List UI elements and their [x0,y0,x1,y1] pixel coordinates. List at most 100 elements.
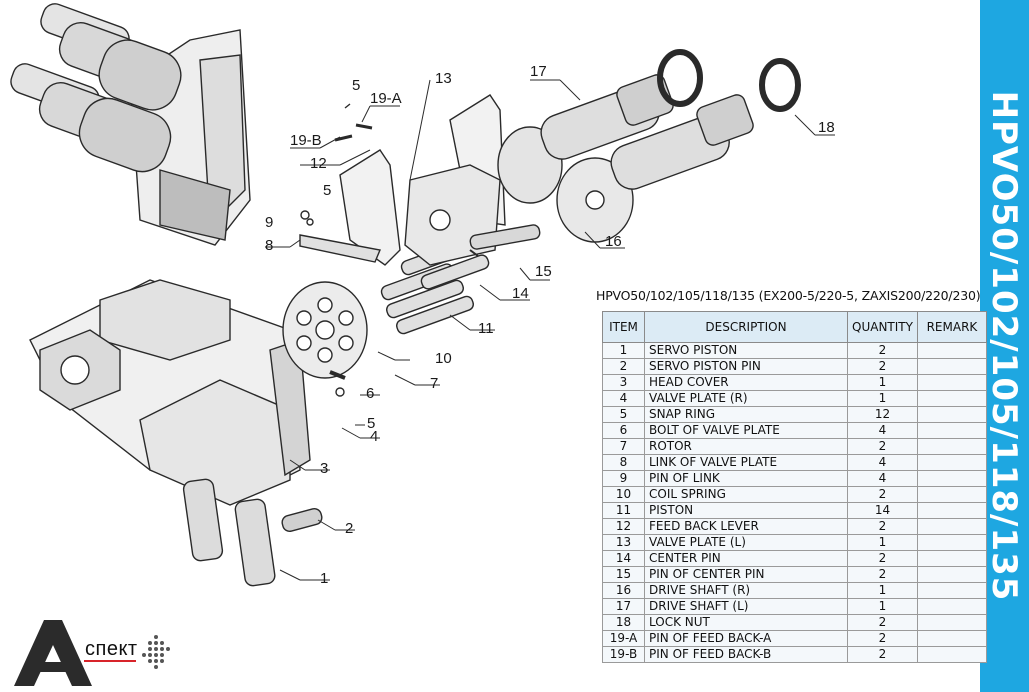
cell-description: PIN OF FEED BACK-B [644,646,848,663]
cell-remark [916,534,987,551]
callout-7: 7 [430,375,438,392]
callout-19a: 19-A [370,90,402,107]
callout-6: 6 [366,385,374,402]
small-pins-drawing [300,103,479,397]
callout-12: 12 [310,155,327,172]
cell-remark [916,566,987,583]
cell-remark [916,582,987,599]
cell-description: COIL SPRING [644,486,848,503]
header-description: DESCRIPTION [644,311,848,343]
callout-5-lower: 5 [367,415,375,432]
leader-lines [265,79,835,581]
cell-remark [916,518,987,535]
cell-remark [916,390,987,407]
callout-8: 8 [265,237,273,254]
cell-quantity: 1 [847,374,918,391]
cell-item: 4 [602,390,645,407]
cell-quantity: 1 [847,534,918,551]
cell-remark [916,630,987,647]
cell-item: 2 [602,358,645,375]
table-title: HPVO50/102/105/118/135 (EX200-5/220-5, Z… [596,288,981,303]
valve-plate-drawing [404,164,541,266]
cell-description: HEAD COVER [644,374,848,391]
cell-description: CENTER PIN [644,550,848,567]
logo-mark [14,620,170,686]
cell-remark [916,454,987,471]
cell-description: SNAP RING [644,406,848,423]
cell-item: 7 [602,438,645,455]
cell-description: DRIVE SHAFT (R) [644,582,848,599]
table-header-row: ITEM DESCRIPTION QUANTITY REMARK [602,311,987,343]
cell-item: 19-B [602,646,645,663]
callout-2: 2 [345,520,353,537]
cell-description: LINK OF VALVE PLATE [644,454,848,471]
cell-quantity: 14 [847,502,918,519]
cell-item: 16 [602,582,645,599]
drive-shaft-drawing [497,74,754,243]
callout-10: 10 [435,350,452,367]
cell-quantity: 2 [847,566,918,583]
callout-5-middle: 5 [323,182,331,199]
cell-quantity: 2 [847,486,918,503]
callout-5-upper: 5 [352,77,360,94]
callout-16: 16 [605,233,622,250]
cell-remark [916,502,987,519]
cell-quantity: 2 [847,518,918,535]
cell-description: FEED BACK LEVER [644,518,848,535]
cell-quantity: 2 [847,614,918,631]
cell-remark [916,646,987,663]
assembled-pump-drawing [10,3,251,246]
cell-description: LOCK NUT [644,614,848,631]
housing-block-drawing [29,279,311,506]
cell-remark [916,598,987,615]
cell-remark [916,614,987,631]
cell-item: 6 [602,422,645,439]
callout-19b: 19-B [290,132,322,149]
side-title: HPVO50/102/105/118/135 [984,90,1024,602]
cell-description: PISTON [644,502,848,519]
cell-quantity: 2 [847,630,918,647]
cell-quantity: 4 [847,470,918,487]
cell-description: VALVE PLATE (R) [644,390,848,407]
cell-description: DRIVE SHAFT (L) [644,598,848,615]
cell-remark [916,342,987,359]
cell-quantity: 1 [847,582,918,599]
cell-quantity: 12 [847,406,918,423]
cell-remark [916,550,987,567]
cell-item: 5 [602,406,645,423]
lock-nut-drawing [657,49,801,112]
cell-description: SERVO PISTON [644,342,848,359]
rotor-drawing [282,281,368,379]
callout-15: 15 [535,263,552,280]
cell-quantity: 2 [847,438,918,455]
header-remark: REMARK [916,311,987,343]
cell-item: 17 [602,598,645,615]
cell-remark [916,486,987,503]
cell-item: 15 [602,566,645,583]
cell-description: PIN OF LINK [644,470,848,487]
cell-remark [916,470,987,487]
cell-quantity: 1 [847,598,918,615]
callout-1: 1 [320,570,328,587]
cell-item: 19-A [602,630,645,647]
cell-item: 1 [602,342,645,359]
callout-18: 18 [818,119,835,136]
cell-item: 9 [602,470,645,487]
